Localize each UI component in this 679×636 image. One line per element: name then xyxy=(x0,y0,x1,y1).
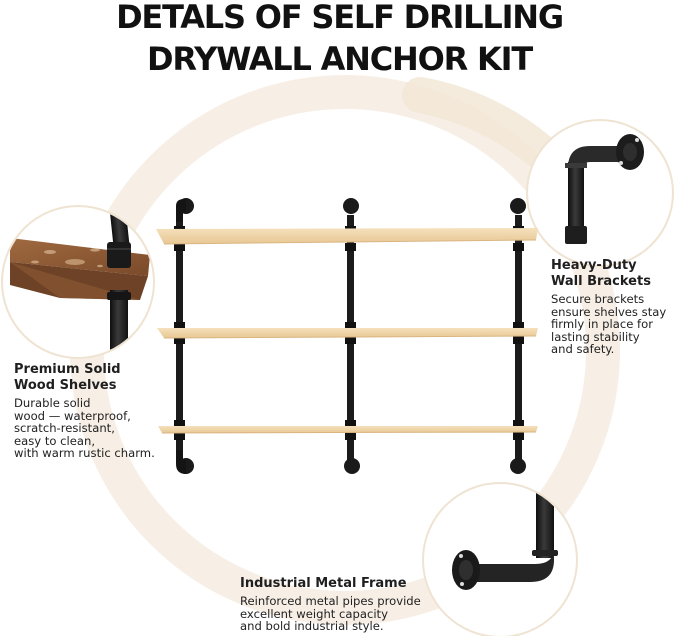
feature-heading-line-2: Wood Shelves xyxy=(14,378,117,393)
feature-wood-shelves: Premium Solid Wood Shelves Durable solid… xyxy=(14,362,184,460)
feature-heading: Premium Solid Wood Shelves xyxy=(14,362,184,394)
top-wall-flanges xyxy=(176,198,526,222)
shelf-unit-illustration xyxy=(156,198,538,474)
feature-heading-line-1: Premium Solid xyxy=(14,362,121,377)
feature-description: Durable solid wood — waterproof, scratch… xyxy=(14,396,155,461)
bottom-wall-flanges xyxy=(176,450,526,474)
feature-heading: Industrial Metal Frame xyxy=(240,576,407,591)
feature-heading-line-1: Heavy-Duty xyxy=(551,258,637,273)
feature-description: Secure brackets ensure shelves stay firm… xyxy=(551,292,667,357)
wood-shelf-bottom xyxy=(158,426,538,434)
feature-heading-line-2: Wall Brackets xyxy=(551,274,651,289)
page-title: DETALS OF SELF DRILLING DRYWALL ANCHOR K… xyxy=(0,0,679,80)
title-line-2: DRYWALL ANCHOR KIT xyxy=(147,40,533,78)
feature-metal-frame: Industrial Metal Frame Reinforced metal … xyxy=(240,576,500,633)
wood-shelf-middle xyxy=(157,328,538,339)
feature-wall-brackets: Heavy-Duty Wall Brackets Secure brackets… xyxy=(551,258,679,356)
feature-description: Reinforced metal pipes provide excellent… xyxy=(240,594,421,634)
wood-shelf-top xyxy=(156,228,538,245)
pipe-flange-closeup-image xyxy=(422,482,578,636)
title-line-1: DETALS OF SELF DRILLING xyxy=(116,0,564,36)
feature-heading: Heavy-Duty Wall Brackets xyxy=(551,258,679,290)
wall-bracket-closeup-image xyxy=(526,119,674,267)
